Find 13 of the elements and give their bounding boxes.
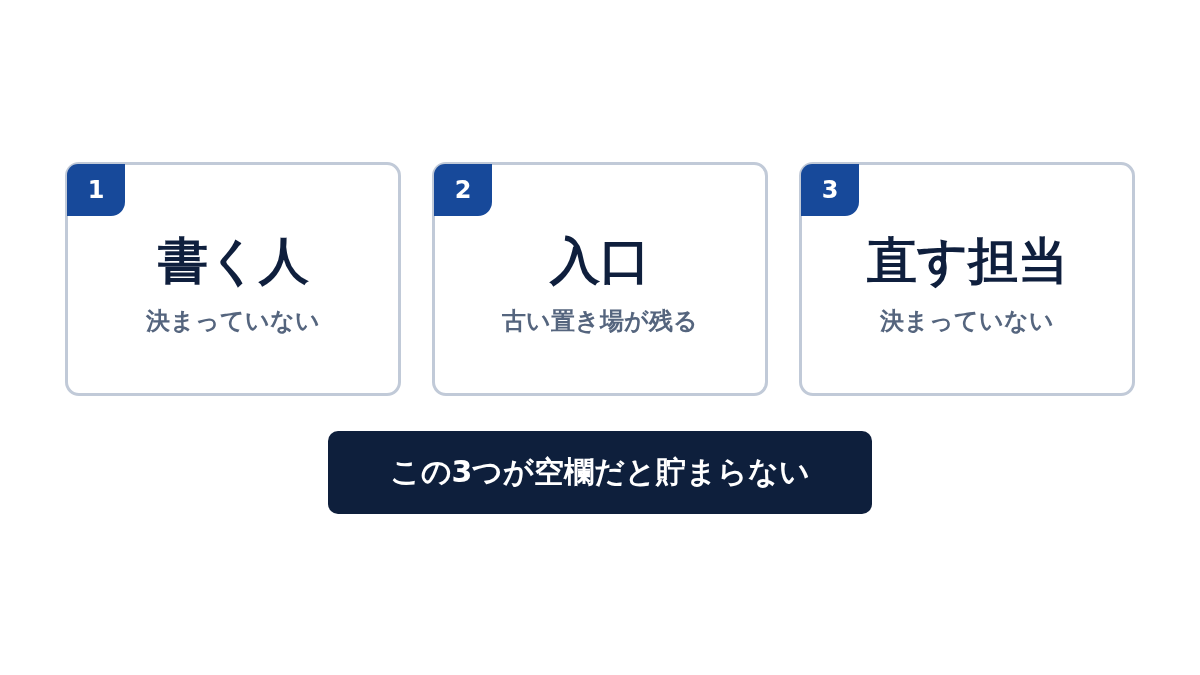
summary-banner: この3つが空欄だと貯まらない — [328, 431, 872, 514]
info-card — [799, 162, 1135, 396]
number-badge: 1 — [67, 164, 125, 216]
card-heading: 直す担当 — [866, 231, 1068, 291]
card-subtext: 古い置き場が残る — [502, 306, 698, 337]
card-subtext: 決まっていない — [146, 306, 320, 337]
number-badge: 3 — [801, 164, 859, 216]
card-heading: 書く人 — [157, 231, 309, 291]
card-subtext: 決まっていない — [880, 306, 1054, 337]
info-card — [65, 162, 401, 396]
number-badge: 2 — [434, 164, 492, 216]
card-heading: 入口 — [550, 231, 650, 291]
info-card — [432, 162, 768, 396]
